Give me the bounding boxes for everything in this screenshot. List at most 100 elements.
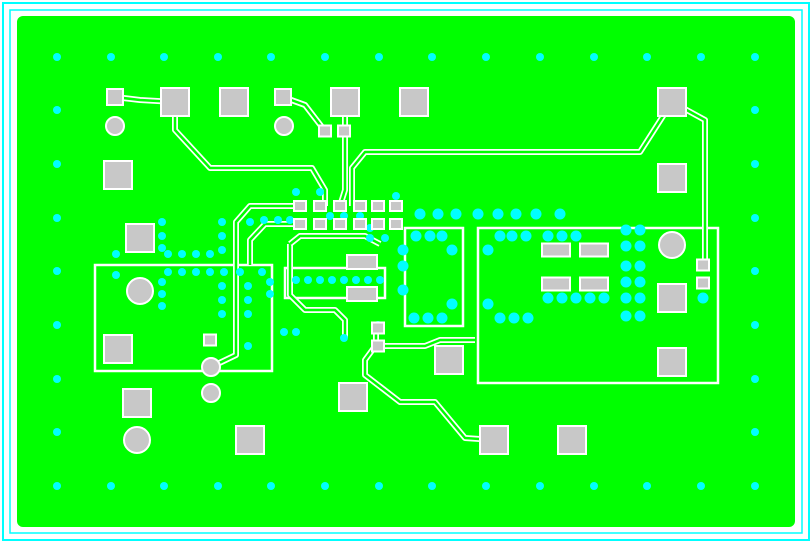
smd-pad-small [203,333,217,347]
via [520,230,532,242]
via [397,284,409,296]
via [107,482,115,490]
via [450,208,462,220]
via [192,250,200,258]
via [53,375,61,383]
via [428,482,436,490]
via [340,276,348,284]
via [244,310,252,318]
via [352,276,360,284]
ic-pad [346,286,378,302]
via [158,244,166,252]
pour-island [476,226,720,385]
via [482,53,490,61]
via [53,482,61,490]
via [428,53,436,61]
via [436,312,448,324]
trace [350,101,674,206]
via [375,482,383,490]
via [326,212,334,220]
via [292,276,300,284]
via [751,106,759,114]
via [482,482,490,490]
via [178,268,186,276]
via [542,230,554,242]
resistor-pad [313,200,327,212]
component-pad [579,276,609,292]
via [164,250,172,258]
via [292,328,300,336]
via [192,268,200,276]
via [634,224,646,236]
via [274,216,282,224]
trace [378,338,475,348]
smd-pad-large [657,87,687,117]
via [158,302,166,310]
via [446,298,458,310]
via [422,312,434,324]
via [244,282,252,290]
via [53,160,61,168]
via [697,482,705,490]
via [634,276,646,288]
via [494,230,506,242]
component-pad [541,276,571,292]
component-pad [541,242,571,258]
resistor-pad [371,200,385,212]
via [286,216,294,224]
via [206,268,214,276]
smd-pad-large [657,283,687,313]
via [160,53,168,61]
via [492,208,504,220]
via [620,310,632,322]
via [218,282,226,290]
via [634,310,646,322]
via [508,312,520,324]
via [160,482,168,490]
through-hole-pad [123,426,151,454]
via [266,278,274,286]
resistor-pad [333,218,347,230]
via [424,230,436,242]
smd-pad-large [657,347,687,377]
smd-pad-large [557,425,587,455]
via [643,482,651,490]
via [246,218,254,226]
via [634,292,646,304]
smd-pad [274,88,292,106]
via [530,208,542,220]
via [590,482,598,490]
via [554,208,566,220]
via [267,53,275,61]
pour-island [403,226,465,328]
via [364,276,372,284]
via [542,292,554,304]
smd-pad-small [371,321,385,335]
via [316,188,324,196]
via [570,230,582,242]
smd-pad [106,88,124,106]
resistor-pad [353,218,367,230]
via [376,276,384,284]
smd-pad-large [235,425,265,455]
via [218,218,226,226]
via [598,292,610,304]
via [112,250,120,258]
via [620,292,632,304]
via [260,216,268,224]
via [634,240,646,252]
via [570,292,582,304]
via [556,292,568,304]
via [266,290,274,298]
resistor-pad [389,200,403,212]
trace [288,244,347,338]
via [214,53,222,61]
through-hole-pad [126,277,154,305]
resistor-pad [371,218,385,230]
through-hole-pad [274,116,294,136]
via [375,53,383,61]
via [482,244,494,256]
via [267,482,275,490]
resistor-pad [313,218,327,230]
via [53,53,61,61]
